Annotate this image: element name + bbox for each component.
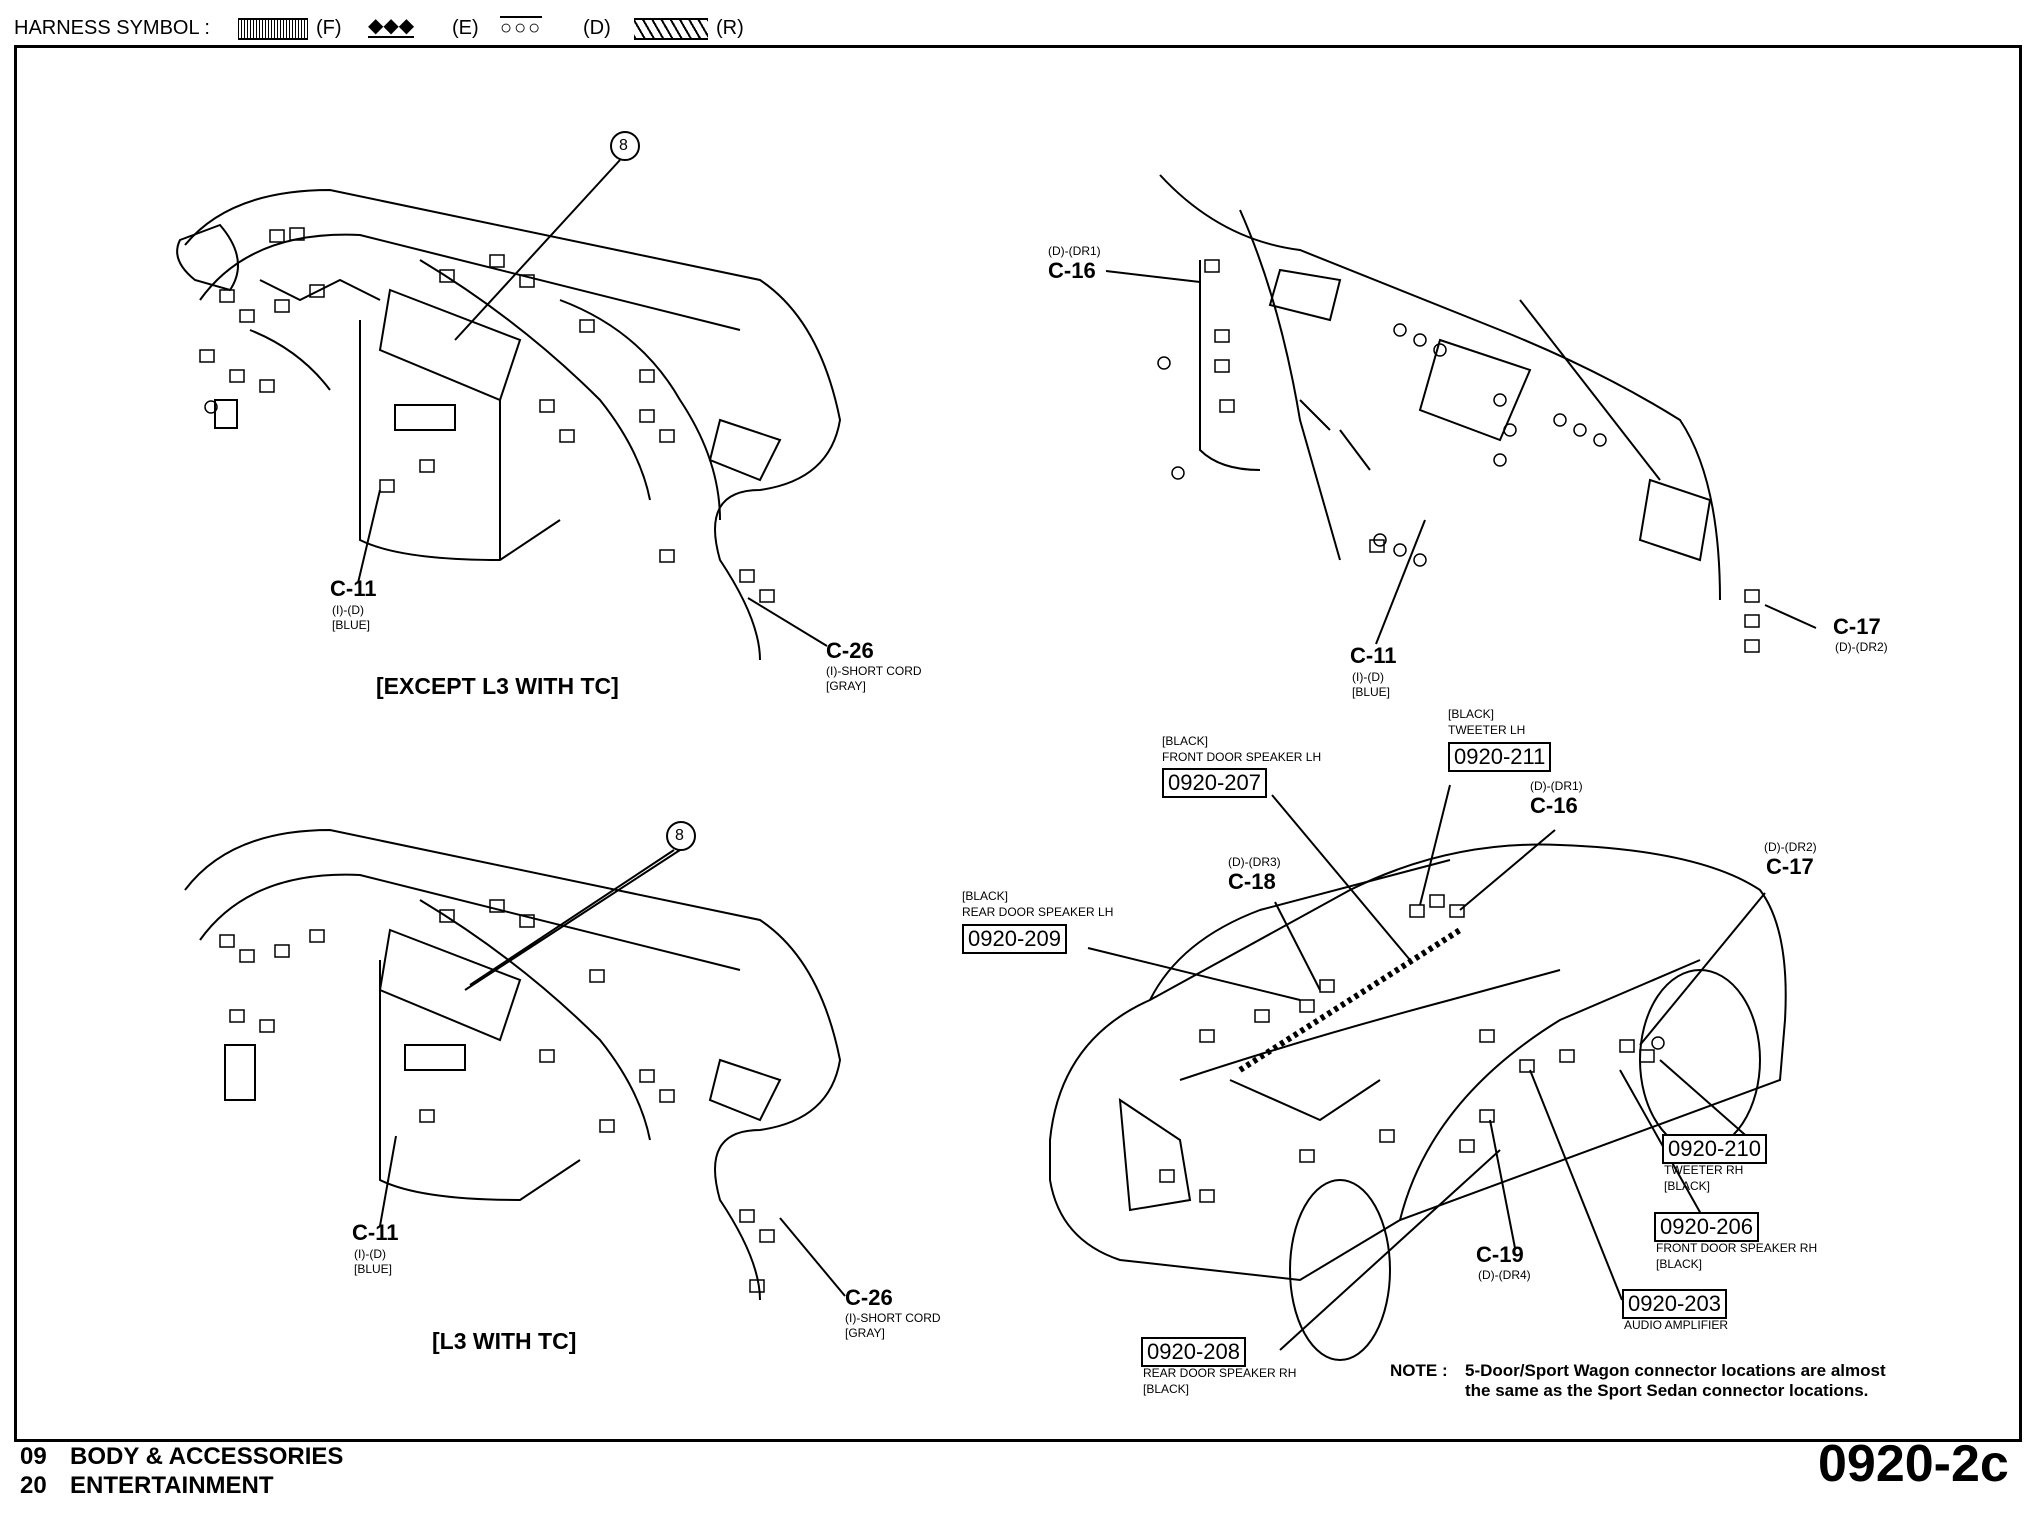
tweeter-lh-color: [BLACK] — [1448, 707, 1495, 721]
harness-code-f: (F) — [316, 17, 342, 39]
c11-spec-top-right: (I)-(D) — [1352, 670, 1384, 684]
c17-spec-top-right: (D)-(DR2) — [1835, 640, 1888, 654]
footer-section2-name: ENTERTAINMENT — [70, 1472, 274, 1499]
front-door-lh-color: [BLACK] — [1162, 734, 1209, 748]
caption-except-l3: [EXCEPT L3 WITH TC] — [376, 673, 619, 699]
c11-color-top-right: [BLUE] — [1352, 685, 1391, 699]
car-body-view — [1049, 784, 1787, 1361]
dashboard-l3-with-tc — [184, 821, 846, 1301]
c16-code-top-right: C-16 — [1048, 258, 1096, 283]
c11-spec-bottom-left: (I)-(D) — [354, 1247, 386, 1261]
page-code: 0920-2c — [1818, 1435, 2009, 1493]
c16-spec-top-right: (D)-(DR1) — [1048, 244, 1101, 258]
front-door-rh-box: 0920-206 — [1654, 1212, 1759, 1242]
dashboard-driver-view — [1105, 174, 1817, 653]
c17-code-bottom-right: C-17 — [1766, 854, 1814, 879]
tweeter-rh-color: [BLACK] — [1664, 1179, 1711, 1193]
c26-spec-top-left: (I)-SHORT CORD — [826, 664, 922, 678]
diagram-frame — [14, 45, 2022, 1442]
c17-code-top-right: C-17 — [1833, 614, 1881, 639]
rear-door-lh-color: [BLACK] — [962, 889, 1009, 903]
rear-door-lh-box: 0920-209 — [962, 924, 1067, 954]
harness-code-r: (R) — [716, 17, 744, 39]
c16-code-bottom-right: C-16 — [1530, 793, 1578, 818]
c11-code-top-right: C-11 — [1350, 643, 1397, 668]
c11-code-top-left: C-11 — [330, 576, 377, 601]
c19-code: C-19 — [1476, 1242, 1524, 1267]
front-door-lh-box: 0920-207 — [1162, 768, 1267, 798]
tweeter-lh-name: TWEETER LH — [1448, 723, 1526, 737]
c19-spec: (D)-(DR4) — [1478, 1268, 1531, 1282]
diamond-chain-symbol: ◆◆◆ — [368, 15, 415, 38]
rear-door-rh-box: 0920-208 — [1141, 1337, 1246, 1367]
hatched-band-symbol — [634, 18, 708, 40]
c26-code-bottom-left: C-26 — [845, 1285, 893, 1310]
c26-color-top-left: [GRAY] — [826, 679, 866, 693]
footer-section1-number: 09 — [20, 1443, 47, 1470]
note-line-1: 5-Door/Sport Wagon connector locations a… — [1465, 1361, 1886, 1380]
callout-8-bottom: 8 — [675, 827, 684, 844]
c26-spec-bottom-left: (I)-SHORT CORD — [845, 1311, 941, 1325]
c26-color-bottom-left: [GRAY] — [845, 1326, 885, 1340]
harness-code-e: (E) — [452, 17, 479, 39]
front-door-lh-name: FRONT DOOR SPEAKER LH — [1162, 750, 1322, 764]
c17-spec-bottom-right: (D)-(DR2) — [1764, 840, 1817, 854]
audio-amplifier-box: 0920-203 — [1622, 1289, 1727, 1319]
tweeter-rh-name: TWEETER RH — [1664, 1163, 1744, 1177]
c11-color-top-left: [BLUE] — [332, 618, 371, 632]
tweeter-lh-box: 0920-211 — [1448, 742, 1552, 772]
footer-section1-name: BODY & ACCESSORIES — [70, 1443, 344, 1470]
note-label: NOTE : — [1390, 1361, 1448, 1380]
callout-8-top: 8 — [619, 137, 628, 154]
front-door-rh-name: FRONT DOOR SPEAKER RH — [1656, 1241, 1818, 1255]
c18-spec-bottom-right: (D)-(DR3) — [1228, 855, 1281, 869]
harness-code-d: (D) — [583, 17, 611, 39]
c18-code-bottom-right: C-18 — [1228, 869, 1276, 894]
rear-door-rh-name: REAR DOOR SPEAKER RH — [1143, 1366, 1297, 1380]
circle-chain-symbol: ○○○ — [500, 16, 543, 39]
caption-l3-with-tc: [L3 WITH TC] — [432, 1328, 577, 1354]
c11-code-bottom-left: C-11 — [352, 1220, 399, 1245]
dotted-band-symbol — [238, 18, 308, 40]
audio-amplifier-name: AUDIO AMPLIFIER — [1624, 1318, 1729, 1332]
c11-color-bottom-left: [BLUE] — [354, 1262, 393, 1276]
rear-door-lh-name: REAR DOOR SPEAKER LH — [962, 905, 1114, 919]
footer-section2-number: 20 — [20, 1472, 47, 1499]
c26-code-top-left: C-26 — [826, 638, 874, 663]
c11-spec-top-left: (I)-(D) — [332, 603, 364, 617]
note-line-2: the same as the Sport Sedan connector lo… — [1465, 1381, 1869, 1400]
harness-symbol-label: HARNESS SYMBOL : — [14, 17, 210, 39]
rear-door-rh-color: [BLACK] — [1143, 1382, 1190, 1396]
dashboard-except-l3 — [176, 131, 842, 661]
c16-spec-bottom-right: (D)-(DR1) — [1530, 779, 1583, 793]
tweeter-rh-box: 0920-210 — [1662, 1134, 1767, 1164]
front-door-rh-color: [BLACK] — [1656, 1257, 1703, 1271]
